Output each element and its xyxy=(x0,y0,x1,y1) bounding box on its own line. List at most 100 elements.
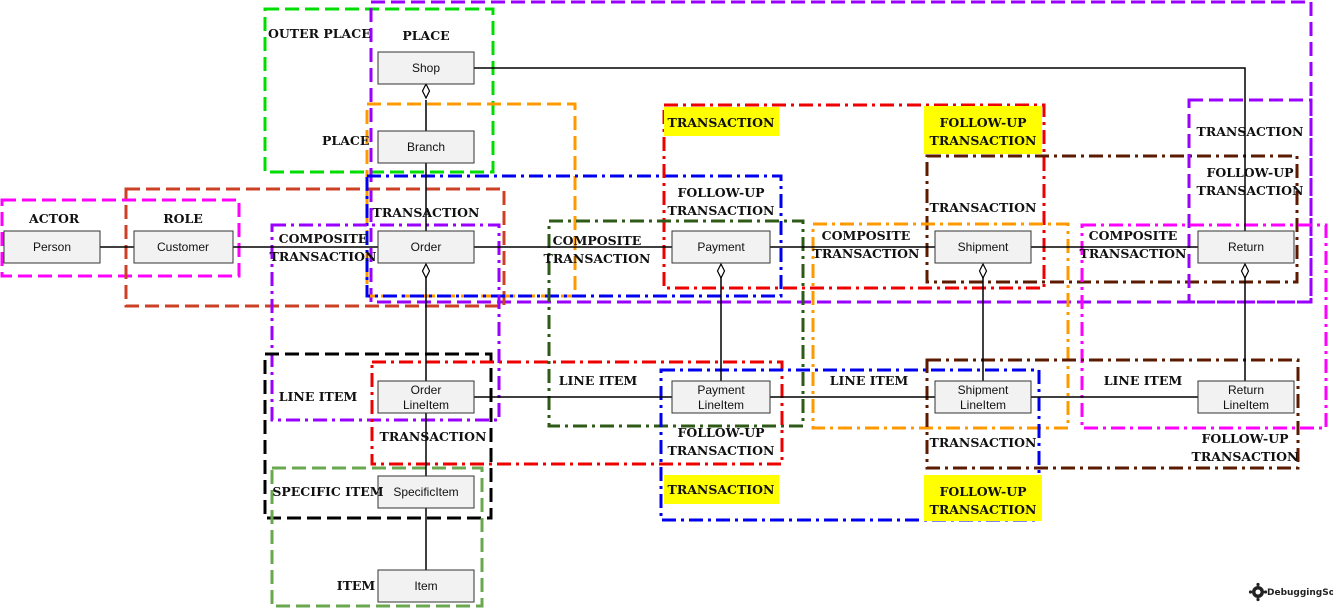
debuggingsoft-logo: DebuggingSoft xyxy=(1248,582,1333,602)
return-node[interactable]: Return xyxy=(1197,230,1295,264)
return-lineitem-label-2: LineItem xyxy=(1223,398,1269,412)
orderline-transaction-box xyxy=(370,360,784,466)
shipment-transaction-box xyxy=(925,154,1299,284)
order-node-label: Order xyxy=(411,240,442,254)
outer-place-box xyxy=(263,7,495,174)
label-line-item-shipment: LINE ITEM xyxy=(830,373,909,388)
label-role: ROLE xyxy=(163,211,203,226)
label-transaction-order: TRANSACTION xyxy=(373,205,480,220)
diamond-shipment xyxy=(978,262,988,280)
label-transaction-shipment: TRANSACTION xyxy=(930,200,1037,215)
label-transaction-return: TRANSACTION xyxy=(1197,124,1304,139)
specific-item-node[interactable]: SpecificItem xyxy=(377,475,475,509)
payment-composite-box xyxy=(547,219,805,428)
label-followup-shipment-1: FOLLOW-UP xyxy=(939,115,1027,130)
payment-lineitem-label-1: Payment xyxy=(697,383,745,397)
paymentline-box xyxy=(659,368,1041,522)
logo-text: DebuggingSoft xyxy=(1267,588,1333,598)
diamond-return xyxy=(1240,262,1250,280)
order-lineitem-box xyxy=(263,352,493,520)
return-composite-box xyxy=(1080,223,1328,430)
connectors xyxy=(100,67,1246,570)
shipment-lineitem-node[interactable]: Shipment LineItem xyxy=(934,380,1032,414)
label-line-item-payment: LINE ITEM xyxy=(559,373,638,388)
label-followup-shipmentline-2: TRANSACTION xyxy=(930,502,1037,517)
order-lineitem-label-2: LineItem xyxy=(403,398,449,412)
label-composite-shipment-2: TRANSACTION xyxy=(813,246,920,261)
label-place-top: PLACE xyxy=(402,28,449,43)
aggregation-diamonds xyxy=(421,82,1250,280)
gear-icon xyxy=(1248,582,1268,602)
nodes: Shop Branch Person Customer Order Paymen… xyxy=(3,51,1295,603)
shipment-composite-box xyxy=(811,222,1070,430)
label-item: ITEM xyxy=(337,578,376,593)
person-node[interactable]: Person xyxy=(3,230,101,264)
highlight-shipmentline-followup xyxy=(924,475,1042,521)
specific-item-node-label: SpecificItem xyxy=(393,485,458,499)
label-composite-payment-1: COMPOSITE xyxy=(553,233,642,248)
payment-node-label: Payment xyxy=(697,240,745,254)
label-transaction-shipmentline: TRANSACTION xyxy=(930,435,1037,450)
order-node[interactable]: Order xyxy=(377,230,475,264)
label-followup-shipmentline-1: FOLLOW-UP xyxy=(939,484,1027,499)
label-transaction-payment: TRANSACTION xyxy=(668,115,775,130)
specific-item-box xyxy=(270,466,484,608)
payment-node[interactable]: Payment xyxy=(671,230,771,264)
return-lineitem-node[interactable]: Return LineItem xyxy=(1197,380,1295,414)
label-followup-shipment-2: TRANSACTION xyxy=(930,133,1037,148)
highlight-paymentline-transaction xyxy=(664,475,779,504)
order-transaction-box xyxy=(365,174,783,298)
branch-node[interactable]: Branch xyxy=(377,130,475,164)
highlight-payment-transaction xyxy=(664,107,779,136)
diamond-payment xyxy=(716,262,726,280)
label-composite-return-2: TRANSACTION xyxy=(1080,246,1187,261)
label-composite-order-1: COMPOSITE xyxy=(279,231,368,246)
shipmentline-box xyxy=(925,358,1300,470)
diamond-order xyxy=(421,262,431,280)
label-actor: ACTOR xyxy=(28,211,80,226)
order-composite-box xyxy=(270,223,501,422)
label-line-item-return: LINE ITEM xyxy=(1104,373,1183,388)
label-followup-paymentline-2: TRANSACTION xyxy=(668,443,775,458)
label-line-item-order: LINE ITEM xyxy=(279,389,358,404)
label-composite-payment-2: TRANSACTION xyxy=(544,251,651,266)
branch-node-label: Branch xyxy=(407,140,445,154)
return-transaction-box xyxy=(1187,98,1313,304)
label-followup-return-1: FOLLOW-UP xyxy=(1206,165,1294,180)
actor-box xyxy=(0,198,241,278)
person-node-label: Person xyxy=(33,240,71,254)
shipment-node-label: Shipment xyxy=(958,240,1009,254)
label-composite-shipment-1: COMPOSITE xyxy=(822,228,911,243)
order-lineitem-node[interactable]: Order LineItem xyxy=(377,380,475,414)
highlights xyxy=(664,106,1042,521)
return-lineitem-label-1: Return xyxy=(1228,383,1264,397)
order-lineitem-label-1: Order xyxy=(411,383,442,397)
label-specific-item: SPECIFIC ITEM xyxy=(272,484,383,499)
diamond-shop xyxy=(421,82,431,100)
label-followup-payment-1: FOLLOW-UP xyxy=(677,185,765,200)
shop-node-label: Shop xyxy=(412,61,440,75)
label-followup-paymentline-1: FOLLOW-UP xyxy=(677,425,765,440)
shop-node[interactable]: Shop xyxy=(377,51,475,85)
shipment-lineitem-label-2: LineItem xyxy=(960,398,1006,412)
label-transaction-paymentline: TRANSACTION xyxy=(668,482,775,497)
payment-lineitem-label-2: LineItem xyxy=(698,398,744,412)
label-place-branch: PLACE xyxy=(322,133,369,148)
payment-lineitem-node[interactable]: Payment LineItem xyxy=(671,380,771,414)
label-followup-returnline-2: TRANSACTION xyxy=(1192,449,1299,464)
customer-node-label: Customer xyxy=(157,240,209,254)
payment-transaction-box xyxy=(662,103,1046,290)
highlight-shipment-followup xyxy=(924,106,1042,154)
archetype-labels: OUTER PLACE PLACE PLACE ACTOR ROLE TRANS… xyxy=(28,26,1303,593)
label-composite-order-2: TRANSACTION xyxy=(270,249,377,264)
label-followup-return-2: TRANSACTION xyxy=(1197,183,1304,198)
label-composite-return-1: COMPOSITE xyxy=(1089,228,1178,243)
label-transaction-orderline: TRANSACTION xyxy=(380,429,487,444)
item-node[interactable]: Item xyxy=(377,569,475,603)
label-outer-place: OUTER PLACE xyxy=(268,26,371,41)
shipment-node[interactable]: Shipment xyxy=(934,230,1032,264)
label-followup-payment-2: TRANSACTION xyxy=(668,203,775,218)
customer-node[interactable]: Customer xyxy=(133,230,234,264)
